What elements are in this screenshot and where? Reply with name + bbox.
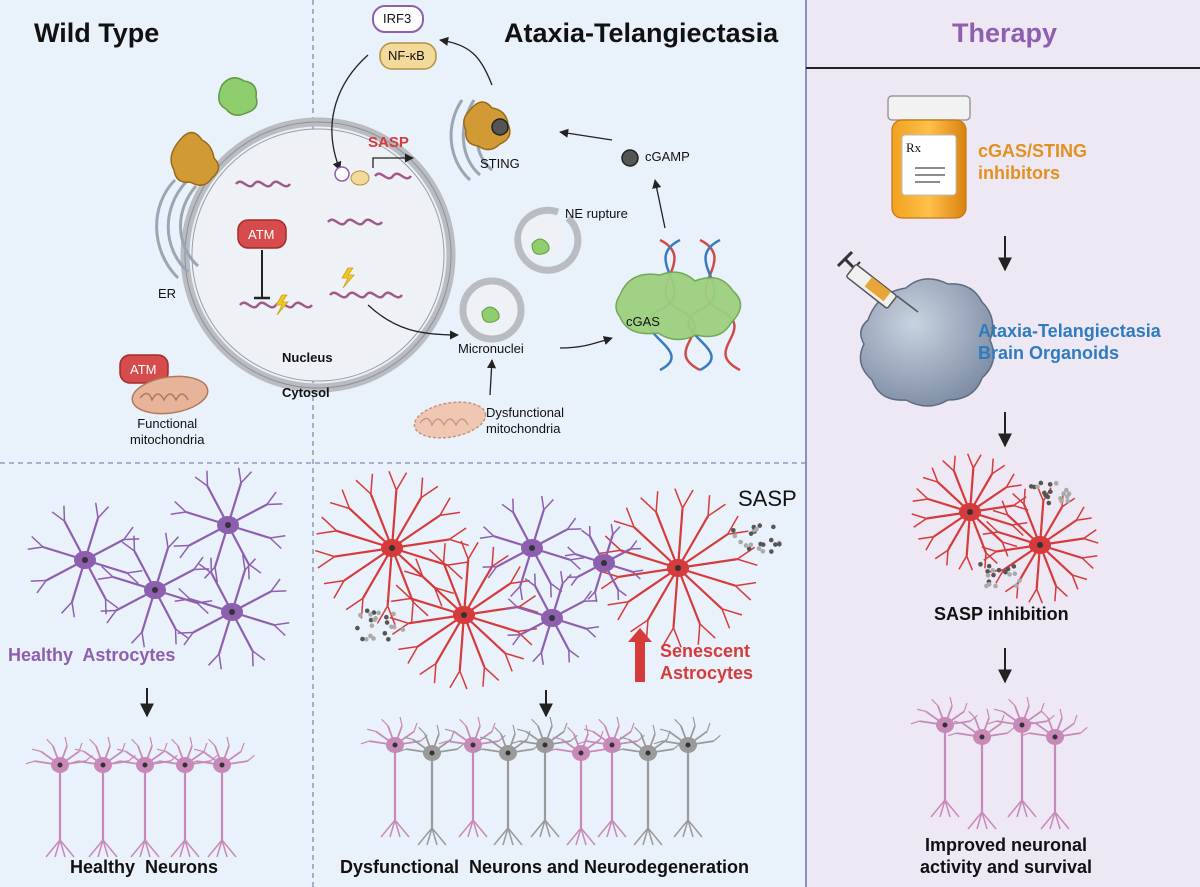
- recovered-neurons: [910, 696, 1088, 830]
- at-neuron-4: [473, 724, 541, 846]
- sasp-label: SASP: [738, 486, 797, 511]
- cgamp-icon: [621, 149, 639, 167]
- senescent-astrocytes: [315, 470, 758, 690]
- dysfunctional-neurons: [360, 716, 721, 846]
- dysfunctional-mito-label: Dysfunctional mitochondria: [486, 405, 565, 436]
- wild-type-title: Wild Type: [34, 18, 160, 48]
- syringe-icon: [836, 250, 919, 313]
- dysfunctional-mitochondria-icon: [413, 401, 487, 439]
- dysfunctional-neurons-label: Dysfunctional Neurons and Neurodegenerat…: [340, 857, 750, 877]
- er-label: ER: [158, 286, 177, 301]
- er-icon: [155, 178, 200, 280]
- outcome-label: Improved neuronal activity and survival: [919, 835, 1093, 877]
- micronucleus-icon: [459, 277, 525, 343]
- irf3-label: IRF3: [383, 11, 412, 26]
- neuron-4: [150, 736, 218, 858]
- at-neuron-3: [438, 716, 506, 838]
- astrocyte-at-1: [479, 495, 585, 601]
- functional-mitochondria-icon: [131, 375, 209, 415]
- astrocyte-3: [170, 467, 286, 583]
- healthy-neurons: [25, 736, 255, 858]
- transcription-complex-icon: [334, 166, 370, 186]
- drug-label: cGAS/STING inhibitors: [978, 141, 1088, 183]
- therapy-title: Therapy: [952, 18, 1058, 48]
- therapy-panel-bg: [806, 0, 1200, 887]
- recovered-neuron-4: [1020, 708, 1088, 830]
- organoid-label: Ataxia-Telangiectasia Brain Organoids: [978, 321, 1161, 363]
- at-neuron-6: [546, 724, 614, 846]
- cgas-dna-icon: [615, 238, 742, 372]
- atm-badge-nucleus: [237, 219, 287, 249]
- healthy-astrocytes-label: Healthy Astrocytes: [8, 645, 176, 665]
- senescent-astrocyte-2: [389, 540, 539, 690]
- rx-symbol: Rx: [906, 140, 922, 155]
- neuron-2: [68, 736, 136, 858]
- dna-strands-at: [327, 172, 412, 299]
- lightning-icon: [275, 294, 289, 316]
- astrocyte-at-2: [505, 571, 599, 665]
- astrocyte-4: [174, 554, 290, 670]
- ne-rupture-label: NE rupture: [565, 206, 628, 221]
- at-neuron-9: [653, 716, 721, 838]
- recovered-neuron-3: [987, 696, 1055, 818]
- ruptured-micronucleus-icon: [514, 206, 582, 274]
- functional-mito-label: Functional mitochondria: [130, 416, 205, 447]
- nfkb-label: NF-κB: [388, 48, 425, 63]
- sting-label: STING: [480, 156, 520, 171]
- irf3-badge: [372, 5, 424, 33]
- healthy-neurons-label: Healthy Neurons: [70, 857, 219, 877]
- cytosol-label: Cytosol: [282, 385, 330, 400]
- treated-astrocyte-1: [911, 453, 1029, 571]
- pill-bottle-icon: [887, 95, 971, 219]
- senescent-astrocyte-3: [598, 488, 758, 648]
- astrocyte-1: [27, 502, 143, 618]
- nfkb-badge: [379, 42, 437, 70]
- at-title: Ataxia-Telangiectasia: [504, 18, 779, 48]
- neuron-5: [187, 736, 255, 858]
- cgamp-label: cGAMP: [645, 149, 690, 164]
- cgamp-bound-icon: [491, 118, 509, 136]
- atm-label-mito: ATM: [130, 362, 157, 377]
- at-neuron-2: [397, 724, 465, 846]
- green-protein-icon: [218, 77, 258, 116]
- at-neuron-5: [510, 716, 578, 838]
- neuron-1: [25, 736, 93, 858]
- healthy-astrocytes: [27, 467, 290, 670]
- cgas-label: cGAS: [626, 314, 660, 329]
- astrocyte-2: [97, 532, 213, 648]
- atm-label-nucleus: ATM: [248, 227, 275, 242]
- neuron-3: [110, 736, 178, 858]
- senescent-astrocytes-label: Senescent Astrocytes: [660, 641, 754, 683]
- astrocyte-at-3: [564, 523, 644, 603]
- sasp-particles: [355, 523, 782, 642]
- atm-badge-mito: [119, 354, 169, 384]
- at-neuron-8: [613, 724, 681, 846]
- up-arrow-icon: [628, 628, 652, 682]
- sting-protein-icon: [170, 131, 220, 186]
- sasp-inhibition-label: SASP inhibition: [934, 604, 1069, 624]
- inhibited-senescent-astrocytes: [911, 453, 1099, 604]
- organoid-icon: [859, 278, 995, 407]
- nucleus-label: Nucleus: [282, 350, 333, 365]
- micronuclei-label: Micronuclei: [458, 341, 524, 356]
- sasp-red-label: SASP: [368, 134, 409, 151]
- at-neuron-1: [360, 716, 428, 838]
- treated-astrocyte-2: [981, 486, 1099, 604]
- recovered-neuron-1: [910, 696, 978, 818]
